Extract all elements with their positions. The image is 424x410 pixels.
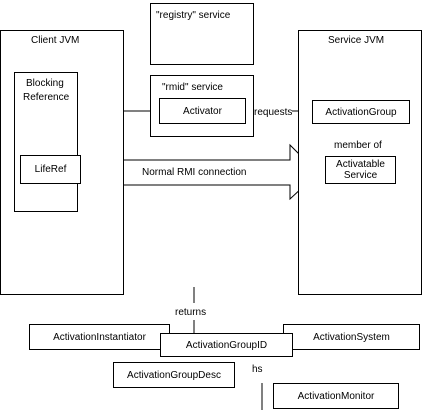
member-of-label: member of — [334, 140, 382, 151]
blocking-reference-line2: Reference — [23, 92, 70, 103]
activation-monitor-box: ActivationMonitor — [273, 383, 399, 409]
activation-group-label: ActivationGroup — [325, 106, 397, 118]
activation-instantiator-box: ActivationInstantiator — [29, 324, 170, 350]
activation-group-id-box: ActivationGroupID — [160, 333, 293, 357]
registry-service-container: "registry" service — [150, 3, 254, 65]
activation-group-desc-box: ActivationGroupDesc — [113, 362, 235, 388]
blocking-reference-line1: Blocking — [26, 78, 64, 89]
normal-rmi-label: Normal RMI connection — [142, 167, 247, 178]
activation-system-label: ActivationSystem — [313, 331, 390, 343]
activatable-service-box: Activatable Service — [325, 156, 396, 184]
client-jvm-label: Client JVM — [31, 35, 80, 46]
registry-service-label: "registry" service — [156, 10, 231, 21]
activation-group-desc-label: ActivationGroupDesc — [127, 369, 221, 381]
activator-box: Activator — [159, 98, 246, 124]
blocking-reference-box: Blocking Reference — [14, 72, 78, 212]
requests-label: requests — [254, 107, 293, 118]
partial-hs-label: hs — [252, 364, 263, 375]
activator-label: Activator — [183, 105, 222, 117]
activation-instantiator-label: ActivationInstantiator — [53, 331, 146, 343]
activation-monitor-label: ActivationMonitor — [297, 390, 375, 402]
service-jvm-label: Service JVM — [328, 35, 385, 46]
liferef-label: LifeRef — [34, 164, 67, 175]
rmid-service-label: "rmid" service — [162, 82, 223, 93]
returns-label: returns — [175, 307, 207, 318]
liferef-box: LifeRef — [20, 155, 81, 184]
activation-group-box: ActivationGroup — [312, 100, 410, 124]
activation-group-id-label: ActivationGroupID — [185, 339, 268, 351]
activatable-service-line2: Service — [343, 170, 378, 181]
activatable-service-line1: Activatable — [336, 159, 385, 170]
activation-system-box: ActivationSystem — [283, 324, 420, 350]
